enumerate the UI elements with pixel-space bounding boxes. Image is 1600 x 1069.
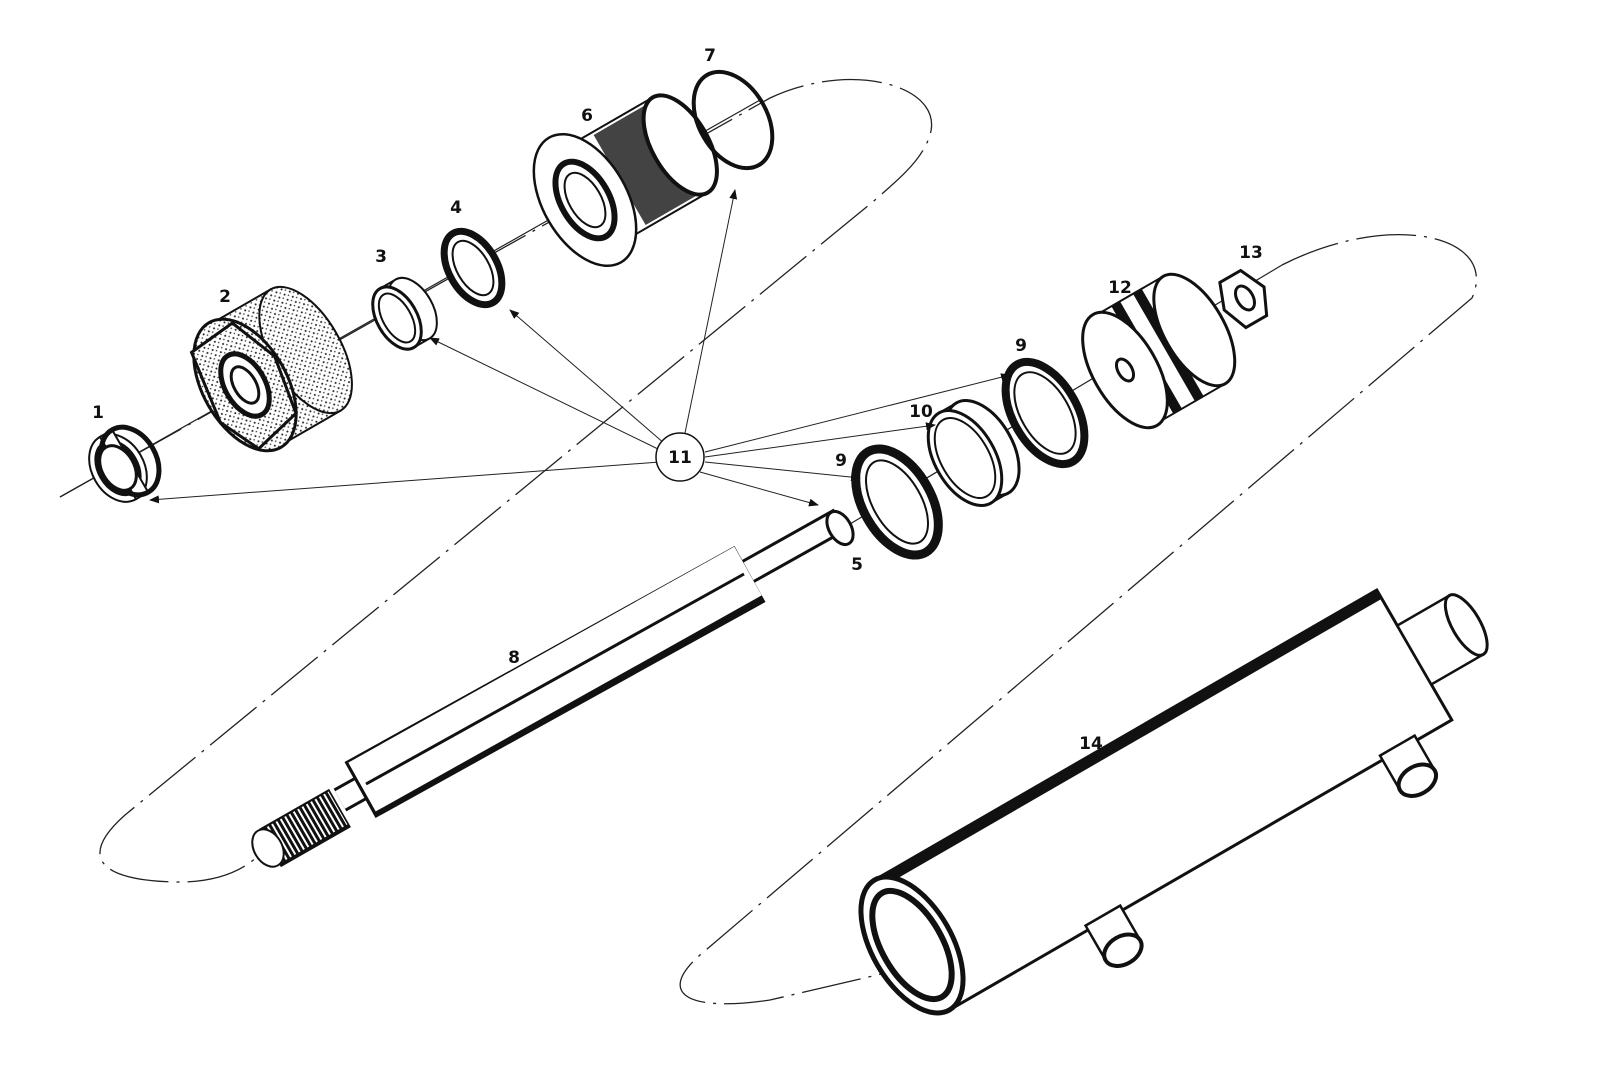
label-13: 13 xyxy=(1239,243,1263,263)
label-10: 10 xyxy=(909,402,933,422)
label-3: 3 xyxy=(375,247,387,267)
label-8: 8 xyxy=(508,648,520,668)
part-5-washer xyxy=(825,509,855,547)
part-9-seal-lower xyxy=(851,444,943,560)
label-9-upper: 9 xyxy=(1015,336,1027,356)
assembly-loop-upper xyxy=(59,79,933,883)
part-8-piston-rod xyxy=(251,508,847,868)
part-4-seal xyxy=(440,227,506,309)
part-11-leaders xyxy=(149,189,1011,507)
label-12: 12 xyxy=(1108,278,1132,298)
label-14: 14 xyxy=(1079,734,1103,754)
label-6: 6 xyxy=(581,106,593,126)
label-4: 4 xyxy=(450,198,462,218)
part-12-piston xyxy=(1081,272,1237,430)
part-11-callout xyxy=(655,432,705,482)
label-1: 1 xyxy=(92,403,104,423)
label-9-lower: 9 xyxy=(835,451,847,471)
label-5: 5 xyxy=(851,555,863,575)
part-9-seal-upper xyxy=(1001,357,1089,469)
part-13-nut xyxy=(1218,268,1269,330)
part-1-gland-nut xyxy=(88,424,162,503)
label-11: 11 xyxy=(668,448,692,468)
part-14-cylinder-barrel xyxy=(858,587,1489,1016)
part-7-o-ring xyxy=(691,69,775,171)
part-10-split-ring xyxy=(926,399,1021,507)
part-6-gland xyxy=(532,93,719,268)
assembly-loop-lower xyxy=(679,234,1478,1005)
part-2-wiper-housing xyxy=(189,285,353,453)
label-2: 2 xyxy=(219,287,231,307)
label-7: 7 xyxy=(704,46,716,66)
part-3-bushing xyxy=(371,276,438,351)
